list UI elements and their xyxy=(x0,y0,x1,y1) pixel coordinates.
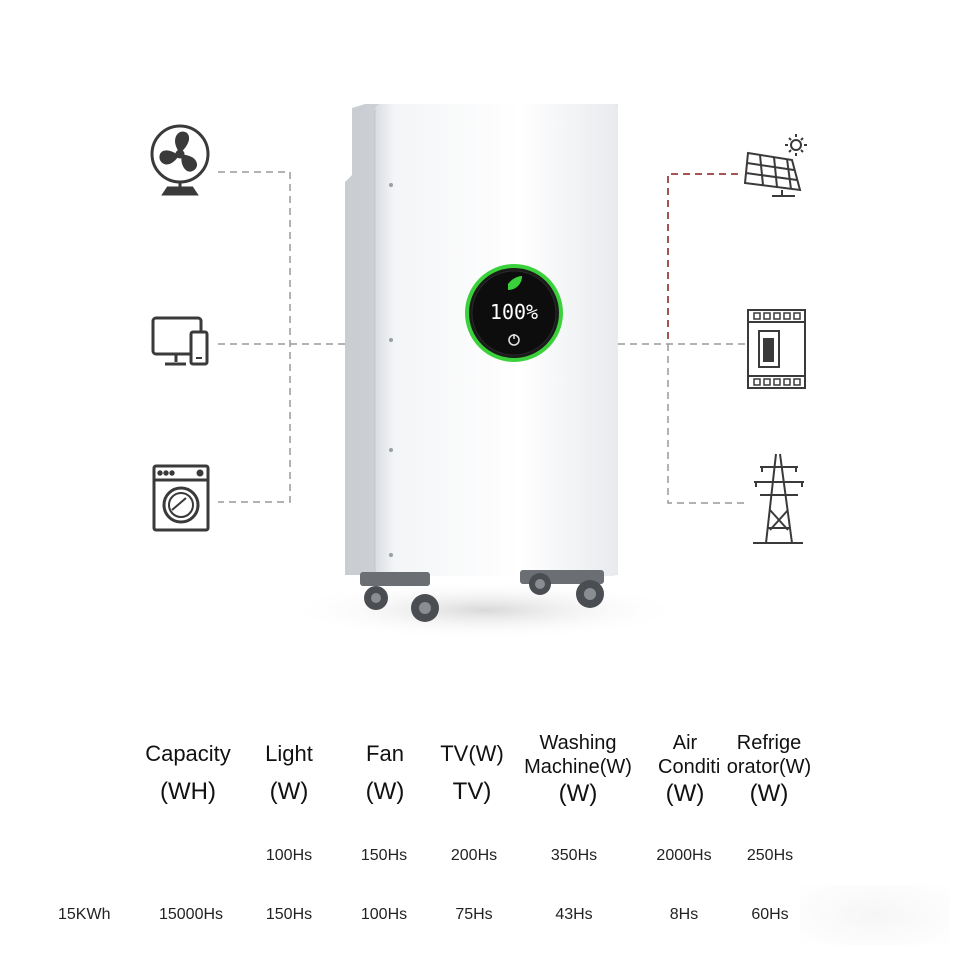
washing-machine-icon xyxy=(152,464,210,532)
computer-phone-icon xyxy=(151,316,209,366)
power-icon xyxy=(508,334,520,346)
fan-icon xyxy=(150,124,210,196)
header-washing-machine: Washing Machine(W) (W) xyxy=(524,732,632,807)
leaf-icon xyxy=(508,276,522,290)
cell-capacity-hours: 15000Hs xyxy=(158,906,224,923)
cell-washing-power: 350Hs xyxy=(550,847,598,864)
cell-washing-hours: 43Hs xyxy=(555,906,593,923)
header-refrigerator: Refrige orator(W) (W) xyxy=(726,732,812,807)
row-label-capacity: 15KWh xyxy=(58,906,111,923)
cell-tv-hours: 75Hs xyxy=(455,906,493,923)
cell-light-hours: 150Hs xyxy=(265,906,313,923)
cell-tv-power: 200Hs xyxy=(450,847,498,864)
header-light: Light (W) xyxy=(265,741,313,805)
solar-panel-icon xyxy=(743,134,807,197)
power-tower-icon xyxy=(753,453,804,544)
cell-air-hours: 8Hs xyxy=(669,906,699,923)
caster-wheels xyxy=(360,570,604,622)
product-illustration: 100% xyxy=(150,104,807,640)
header-air-conditioner: Air Conditi (W) xyxy=(658,732,721,807)
battery-display xyxy=(465,264,563,362)
cell-fan-hours: 100Hs xyxy=(360,906,408,923)
cell-fridge-power: 250Hs xyxy=(746,847,794,864)
header-capacity: Capacity (WH) xyxy=(145,741,231,805)
watermark-fade xyxy=(800,885,950,945)
header-tv: TV(W) TV) xyxy=(440,741,504,805)
cell-light-power: 100Hs xyxy=(265,847,313,864)
sun-icon xyxy=(785,134,807,156)
left-connection-lines xyxy=(218,171,345,503)
cell-fridge-hours: 60Hs xyxy=(751,906,789,923)
circuit-breaker-icon xyxy=(747,309,806,389)
cell-air-power: 2000Hs xyxy=(656,847,712,864)
cell-fan-power: 150Hs xyxy=(360,847,408,864)
header-fan: Fan (W) xyxy=(365,741,405,805)
right-connection-lines xyxy=(618,173,745,504)
battery-percent: 100% xyxy=(490,300,538,324)
